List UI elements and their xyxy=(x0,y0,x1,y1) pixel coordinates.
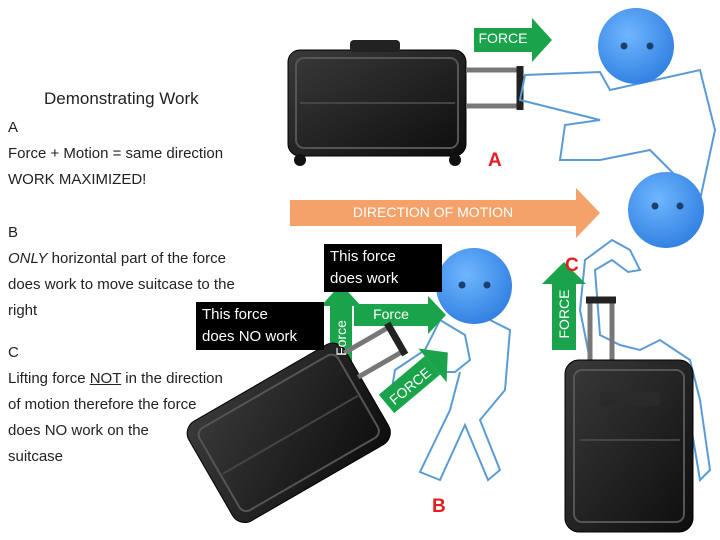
this-force-does-work-line2: does work xyxy=(330,270,399,287)
marker-c: C xyxy=(565,255,579,276)
this-force-no-work-box: This force does NO work xyxy=(196,302,324,350)
section-c-line3: does NO work on the xyxy=(8,422,149,439)
marker-a: A xyxy=(488,150,502,171)
section-a-line1: Force + Motion = same direction xyxy=(8,145,224,162)
force-vertical-label: Force xyxy=(333,320,349,356)
force-c-label: FORCE xyxy=(556,289,572,339)
section-c-line1-underline: NOT xyxy=(89,370,122,387)
person-a xyxy=(518,68,717,203)
section-c-line1-post: in the direction xyxy=(121,370,223,387)
section-a: A Force + Motion = same direction WORK M… xyxy=(8,115,223,193)
section-c: C Lifting force NOT in the direction of … xyxy=(8,340,223,470)
section-b-emphasis: ONLY xyxy=(8,250,48,267)
section-b-line1-rest: horizontal part of the force xyxy=(47,250,226,267)
section-b-heading: B xyxy=(8,224,19,241)
direction-of-motion-label: DIRECTION OF MOTION xyxy=(352,204,514,220)
suitcase-top xyxy=(287,40,524,166)
force-arrow-horizontal xyxy=(354,296,446,334)
direction-of-motion-arrow xyxy=(290,188,600,238)
force-arrow-top-label: FORCE xyxy=(478,30,528,46)
person-c-head-icon xyxy=(628,172,704,248)
section-a-line2: WORK MAXIMIZED! xyxy=(8,171,147,188)
force-arrow-top xyxy=(474,18,552,62)
this-force-no-work-line1: This force xyxy=(202,306,268,323)
section-c-line1: Lifting force NOT in the direction xyxy=(8,366,223,392)
this-force-does-work-line1: This force xyxy=(330,248,396,265)
force-horizontal-label: Force xyxy=(373,306,409,322)
suitcase-b xyxy=(186,321,409,524)
force-arrow-c xyxy=(542,262,586,350)
force-arrow-diagonal xyxy=(378,348,448,414)
section-b-line1: ONLY horizontal part of the force xyxy=(8,246,235,272)
section-a-heading: A xyxy=(8,119,19,136)
section-c-line1-pre: Lifting force xyxy=(8,370,90,387)
section-b: B ONLY horizontal part of the force does… xyxy=(8,220,235,324)
section-c-line2: of motion therefore the force xyxy=(8,396,197,413)
section-c-line4: suitcase xyxy=(8,448,64,465)
this-force-does-work-box: This force does work xyxy=(324,244,442,292)
page-title: Demonstrating Work xyxy=(44,89,199,108)
section-c-heading: C xyxy=(8,344,19,361)
this-force-no-work-line2: does NO work xyxy=(202,328,298,345)
person-b-head-icon xyxy=(436,248,512,324)
section-b-line2: does work to move suitcase to the xyxy=(8,276,235,293)
suitcase-c xyxy=(564,296,694,533)
person-a-head-icon xyxy=(598,8,674,84)
section-b-line3: right xyxy=(8,302,38,319)
marker-b: B xyxy=(432,496,446,517)
